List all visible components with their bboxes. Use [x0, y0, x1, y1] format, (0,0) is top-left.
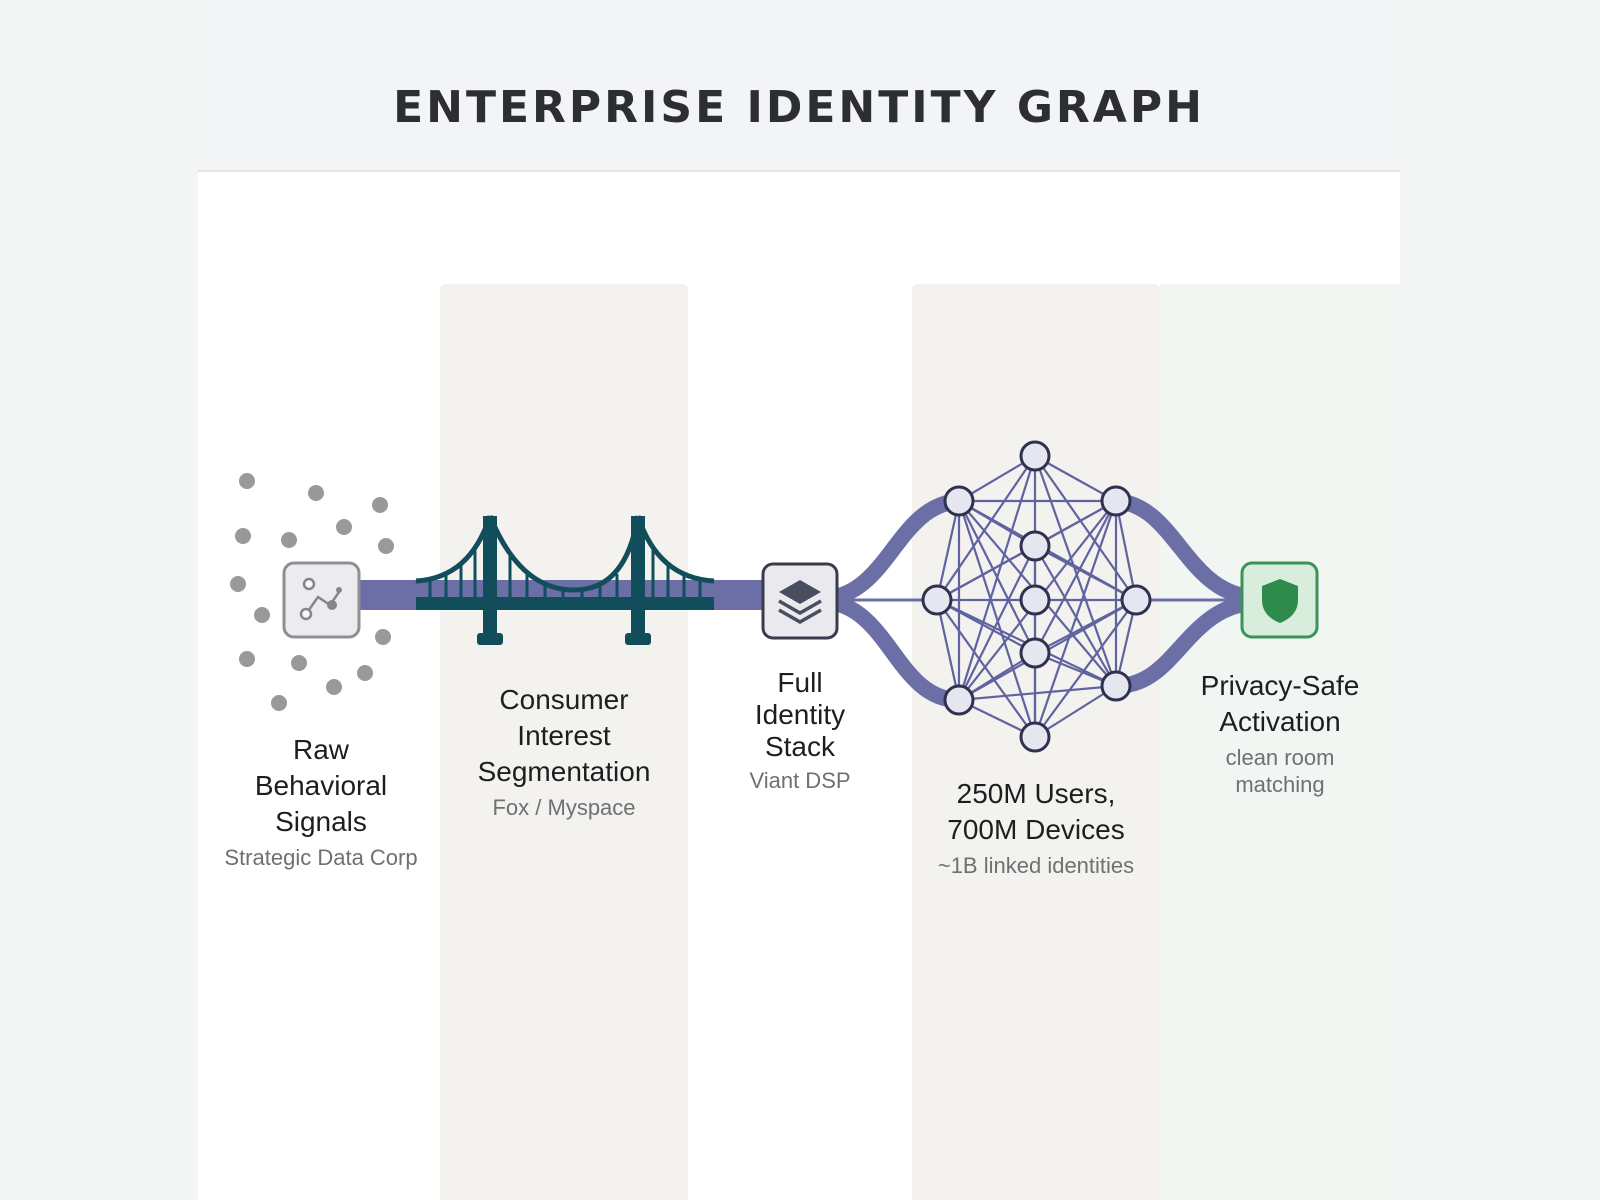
stage-raw-title: Raw Behavioral Signals	[254, 734, 388, 837]
network-graph-icon	[921, 440, 1152, 753]
layers-icon	[761, 562, 839, 640]
stage-activation-subtitle: clean room matching	[1225, 745, 1335, 797]
stage-stack-title: Full Identity Stack	[754, 667, 846, 762]
column-activation-bg	[1160, 284, 1400, 1200]
bridge-icon	[415, 515, 715, 645]
stage-graph: 250M Users, 700M Devices ~1B linked iden…	[938, 776, 1134, 879]
page-title: ENTERPRISE IDENTITY GRAPH	[393, 82, 1205, 133]
stage-segmentation: Consumer Interest Segmentation Fox / Mys…	[478, 682, 651, 821]
stage-stack-subtitle: Viant DSP	[749, 768, 851, 793]
shield-icon	[1240, 561, 1319, 639]
column-segmentation-bg	[440, 284, 688, 1200]
stage-raw-subtitle: Strategic Data Corp	[224, 845, 418, 870]
scattered-signal-dots	[230, 473, 394, 711]
stage-segmentation-subtitle: Fox / Myspace	[492, 795, 636, 820]
stage-segmentation-title: Consumer Interest Segmentation	[477, 684, 651, 787]
line-chart-icon	[282, 561, 361, 639]
stage-graph-subtitle: ~1B linked identities	[937, 853, 1135, 878]
stage-stack: Full Identity Stack Viant DSP	[749, 667, 850, 794]
stage-raw: Raw Behavioral Signals Strategic Data Co…	[224, 732, 417, 871]
graph-flow-connectors	[832, 493, 1252, 708]
stage-activation: Privacy-Safe Activation clean room match…	[1201, 668, 1360, 798]
stage-graph-title: 250M Users, 700M Devices	[947, 778, 1125, 845]
header: ENTERPRISE IDENTITY GRAPH	[198, 0, 1400, 172]
stage-activation-title: Privacy-Safe Activation	[1200, 670, 1360, 737]
